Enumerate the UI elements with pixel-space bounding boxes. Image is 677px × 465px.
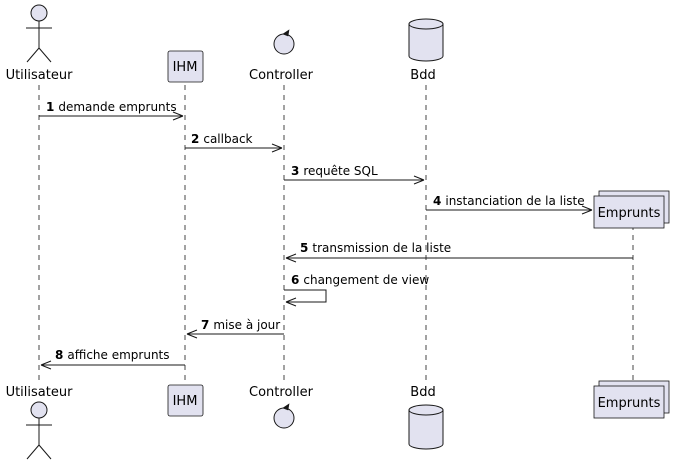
message-label-6: 6 changement de view (291, 273, 429, 287)
arrowhead-5 (285, 253, 297, 263)
message-text-8: affiche emprunts (67, 348, 169, 362)
messages (39, 111, 633, 370)
message-number-7: 7 (201, 318, 209, 332)
participant-controller-top: Controller (249, 29, 314, 83)
arrowhead-7 (186, 329, 198, 339)
actor-icon (26, 401, 52, 460)
message-number-2: 2 (191, 132, 199, 146)
actor-utilisateur-top: Utilisateur (6, 4, 74, 83)
participant-ihm-top: IHM (167, 50, 204, 83)
message-label-8: 8 affiche emprunts (55, 348, 170, 362)
arrowhead-8 (40, 360, 52, 370)
message-text-3: requête SQL (303, 164, 378, 178)
message-number-5: 5 (300, 241, 308, 255)
participant-label-ihm: IHM (173, 60, 198, 75)
control-icon (273, 403, 295, 429)
message-text-7: mise à jour (213, 318, 280, 332)
participant-label-ihm-bottom: IHM (173, 394, 198, 409)
message-number-6: 6 (291, 273, 299, 287)
participant-label-emprunts: Emprunts (598, 206, 661, 221)
message-label-7: 7 mise à jour (201, 318, 280, 332)
database-icon (408, 18, 444, 62)
participant-bdd-bottom: Bdd (408, 385, 444, 450)
message-label-4: 4 instanciation de la liste (433, 194, 585, 208)
participant-controller-bottom: Controller (249, 385, 314, 429)
message-text-6: changement de view (303, 273, 429, 287)
message-label-3: 3 requête SQL (291, 164, 378, 178)
arrowhead-6 (285, 297, 297, 307)
participant-ihm-bottom: IHM (167, 384, 204, 417)
message-text-2: callback (203, 132, 252, 146)
participant-label-utilisateur-bottom: Utilisateur (6, 385, 74, 400)
participant-label-bdd: Bdd (410, 68, 435, 83)
actor-utilisateur-bottom: Utilisateur (6, 385, 74, 460)
participant-emprunts-bottom: Emprunts (593, 380, 670, 419)
message-text-5: transmission de la liste (312, 241, 451, 255)
message-label-1: 1 demande emprunts (46, 100, 177, 114)
arrowhead-4 (581, 205, 593, 215)
message-labels: 1 demande emprunts 2 callback 3 requête SQL… (46, 100, 585, 362)
message-number-4: 4 (433, 194, 441, 208)
lifelines (38, 85, 634, 380)
participant-label-utilisateur: Utilisateur (6, 68, 74, 83)
arrowhead-2 (271, 143, 283, 153)
message-number-3: 3 (291, 164, 299, 178)
participant-label-controller-bottom: Controller (249, 385, 314, 400)
message-text-1: demande emprunts (58, 100, 176, 114)
message-number-1: 1 (46, 100, 54, 114)
actor-icon (26, 4, 52, 63)
participant-bdd-top: Bdd (408, 18, 444, 83)
arrowhead-1 (172, 111, 184, 121)
participant-label-bdd-bottom: Bdd (410, 385, 435, 400)
participant-emprunts-created: Emprunts (593, 190, 670, 229)
message-label-5: 5 transmission de la liste (300, 241, 451, 255)
message-label-2: 2 callback (191, 132, 253, 146)
arrowhead-3 (413, 175, 425, 185)
participant-label-controller: Controller (249, 68, 314, 83)
message-text-4: instanciation de la liste (445, 194, 584, 208)
message-arrow-6 (284, 289, 327, 303)
participant-label-emprunts-bottom: Emprunts (598, 396, 661, 411)
database-icon (408, 404, 444, 450)
message-number-8: 8 (55, 348, 63, 362)
control-icon (273, 29, 295, 55)
